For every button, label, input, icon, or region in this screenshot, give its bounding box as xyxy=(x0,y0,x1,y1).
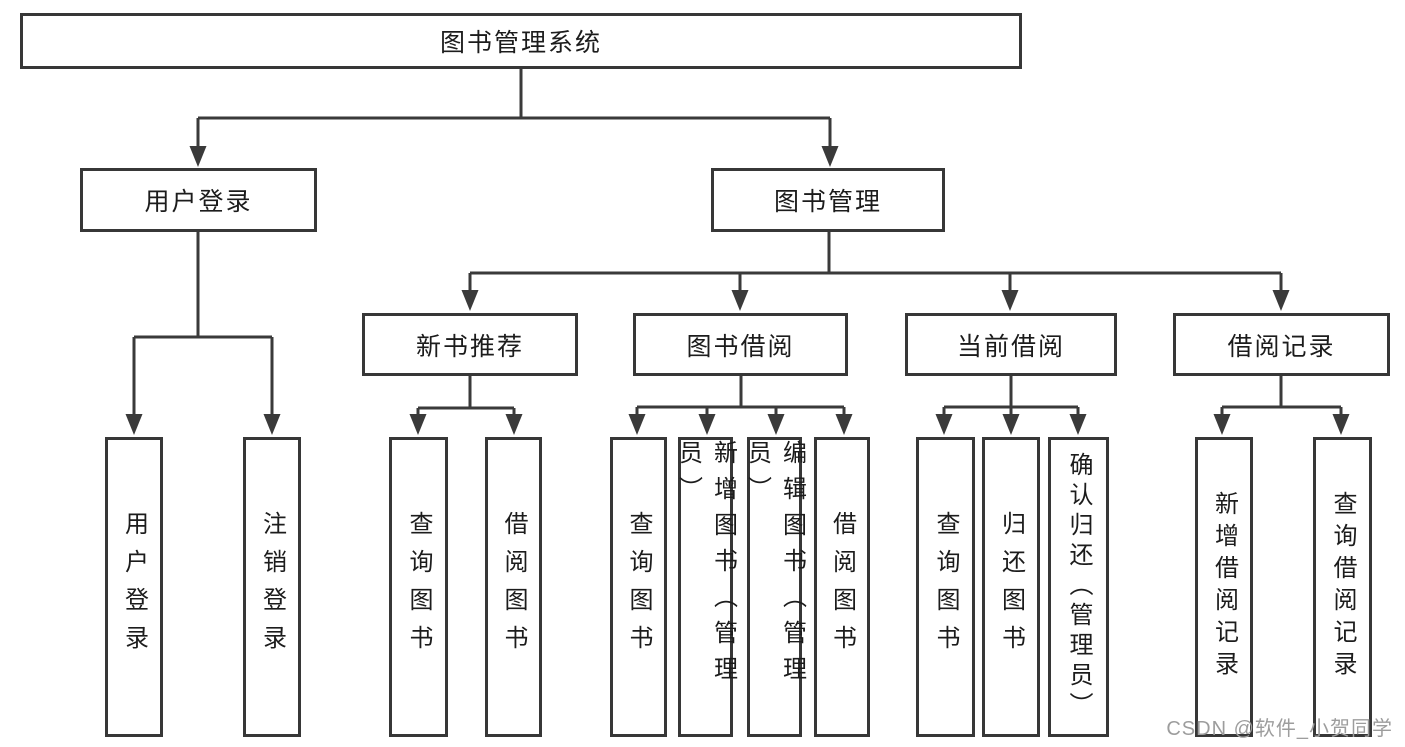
node-leaf-user-login: 用户登录 xyxy=(105,437,163,737)
node-leaf-confirm-return-admin: 确认归还（管理员） xyxy=(1048,437,1109,737)
node-root-label: 图书管理系统 xyxy=(439,29,602,57)
node-leaf-edit-books-admin-label: 编辑图书（管理员） xyxy=(743,440,806,692)
node-leaf-borrow-books-rec-label: 借阅图书 xyxy=(500,511,527,663)
node-leaf-query-books-borrow: 查询图书 xyxy=(610,437,667,737)
node-leaf-user-login-label: 用户登录 xyxy=(120,511,148,663)
node-borrowing-records-label: 借阅记录 xyxy=(1227,332,1336,361)
csdn-watermark: CSDN @软件_小贺同学 xyxy=(1166,718,1393,740)
node-leaf-logout: 注销登录 xyxy=(243,437,301,737)
node-leaf-return-books-label: 归还图书 xyxy=(997,511,1025,663)
node-leaf-add-books-admin: 新增图书（管理员） xyxy=(675,437,737,737)
node-leaf-add-books-admin-label: 新增图书（管理员） xyxy=(674,440,737,692)
node-root: 图书管理系统 xyxy=(20,13,1022,69)
node-leaf-query-books-current: 查询图书 xyxy=(916,437,975,737)
node-book-management-label: 图书管理 xyxy=(773,188,882,216)
node-leaf-query-books-rec-label: 查询图书 xyxy=(405,511,432,663)
node-current-borrowing: 当前借阅 xyxy=(905,313,1117,376)
arrowheads xyxy=(125,146,1350,435)
node-user-login-label: 用户登录 xyxy=(144,188,253,216)
node-user-login: 用户登录 xyxy=(80,168,317,232)
node-leaf-query-books-rec: 查询图书 xyxy=(389,437,448,737)
node-leaf-add-borrow-record-label: 新增借阅记录 xyxy=(1210,491,1238,683)
node-book-borrowing: 图书借阅 xyxy=(633,313,848,376)
node-leaf-query-books-current-label: 查询图书 xyxy=(932,511,959,663)
node-leaf-borrow-books-borrow-label: 借阅图书 xyxy=(828,511,856,663)
node-leaf-return-books: 归还图书 xyxy=(982,437,1040,737)
node-leaf-confirm-return-admin-label: 确认归还（管理员） xyxy=(1065,452,1092,722)
node-leaf-borrow-books-rec: 借阅图书 xyxy=(485,437,542,737)
connector-lines xyxy=(132,69,1343,416)
node-book-borrowing-label: 图书借阅 xyxy=(686,332,795,361)
node-current-borrowing-label: 当前借阅 xyxy=(956,332,1065,361)
node-borrowing-records: 借阅记录 xyxy=(1173,313,1390,376)
node-book-management: 图书管理 xyxy=(711,168,945,232)
node-leaf-add-borrow-record: 新增借阅记录 xyxy=(1195,437,1253,737)
node-leaf-edit-books-admin: 编辑图书（管理员） xyxy=(744,437,806,737)
node-leaf-query-borrow-record-label: 查询借阅记录 xyxy=(1329,491,1356,683)
node-new-book-recommendation: 新书推荐 xyxy=(362,313,578,376)
node-leaf-borrow-books-borrow: 借阅图书 xyxy=(814,437,870,737)
node-leaf-query-books-borrow-label: 查询图书 xyxy=(625,511,652,663)
node-leaf-logout-label: 注销登录 xyxy=(258,511,286,663)
node-leaf-query-borrow-record: 查询借阅记录 xyxy=(1313,437,1372,737)
node-new-book-recommendation-label: 新书推荐 xyxy=(415,332,524,361)
